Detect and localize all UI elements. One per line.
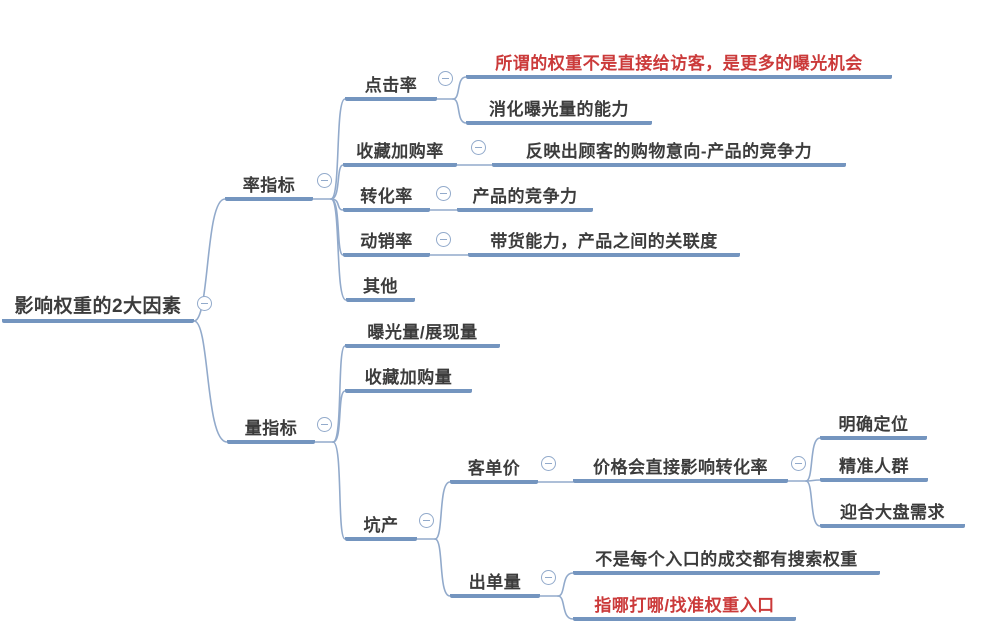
connector-root-quantity (193, 320, 228, 443)
node-root-weight-factors[interactable]: 影响权重的2大因素 (2, 289, 194, 323)
connector-quantity-pit (332, 441, 346, 540)
collapse-icon-rate[interactable] (317, 173, 332, 188)
connector-orders-rednote (557, 595, 574, 620)
node-exposure-qty[interactable]: 曝光量/展现量 (345, 316, 500, 348)
node-click-rate-note-red[interactable]: 所谓的权重不是直接给访客，是更多的曝光机会 (466, 47, 892, 79)
node-quantity-indicators[interactable]: 量指标 (227, 412, 315, 444)
connector-rate-click (330, 98, 346, 200)
collapse-icon-fav-cart-rate[interactable] (471, 140, 486, 155)
collapse-icon-pit-output[interactable] (419, 513, 434, 528)
node-rate-indicators[interactable]: 率指标 (225, 169, 313, 201)
node-price-affects-conversion[interactable]: 价格会直接影响转化率 (573, 451, 788, 483)
connector-quantity-exposure (332, 345, 346, 443)
collapse-icon-quantity[interactable] (317, 417, 332, 432)
node-clear-positioning[interactable]: 明确定位 (820, 408, 927, 440)
collapse-icon-price[interactable] (791, 456, 806, 471)
collapse-icon-root[interactable] (197, 296, 212, 311)
connector-root-rate (193, 198, 226, 322)
node-click-rate-note[interactable]: 消化曝光量的能力 (466, 93, 652, 125)
node-sellthrough-rate-note[interactable]: 带货能力，产品之间的关联度 (468, 225, 740, 257)
collapse-icon-click-rate[interactable] (438, 71, 453, 86)
connector-pit-aov (434, 481, 451, 540)
node-click-rate[interactable]: 点击率 (345, 69, 437, 101)
node-precise-audience[interactable]: 精准人群 (820, 450, 928, 482)
node-order-volume-note[interactable]: 不是每个入口的成交都有搜索权重 (573, 543, 880, 575)
collapse-icon-order-volume[interactable] (541, 570, 556, 585)
connector-price-positioning (805, 437, 821, 482)
node-sellthrough-rate[interactable]: 动销率 (343, 225, 430, 257)
node-order-volume-note-red[interactable]: 指哪打哪/找准权重入口 (573, 589, 796, 621)
node-conversion-rate[interactable]: 转化率 (343, 180, 430, 212)
node-conversion-rate-note[interactable]: 产品的竞争力 (457, 180, 593, 212)
connector-click-digest (452, 98, 467, 124)
collapse-icon-sellthrough-rate[interactable] (436, 232, 451, 247)
collapse-icon-conversion-rate[interactable] (436, 186, 451, 201)
connector-click-rednote (452, 76, 467, 100)
connector-rate-other (330, 198, 347, 301)
connector-pit-orders (434, 538, 451, 597)
node-fav-cart-rate[interactable]: 收藏加购率 (343, 135, 457, 167)
collapse-icon-avg-order-value[interactable] (541, 456, 556, 471)
node-avg-order-value[interactable]: 客单价 (450, 452, 538, 484)
connector-orders-note (557, 572, 574, 597)
node-fav-cart-rate-note[interactable]: 反映出顾客的购物意向-产品的竞争力 (492, 135, 846, 167)
node-fav-cart-qty[interactable]: 收藏加购量 (345, 361, 472, 393)
connector-price-demand (805, 480, 821, 527)
connector-quantity-favqty (332, 390, 346, 443)
node-pit-output[interactable]: 坑产 (345, 509, 417, 541)
node-other[interactable]: 其他 (346, 270, 415, 302)
connector-rate-favrate (330, 164, 344, 200)
node-order-volume[interactable]: 出单量 (450, 566, 540, 598)
node-market-demand[interactable]: 迎合大盘需求 (820, 496, 965, 528)
